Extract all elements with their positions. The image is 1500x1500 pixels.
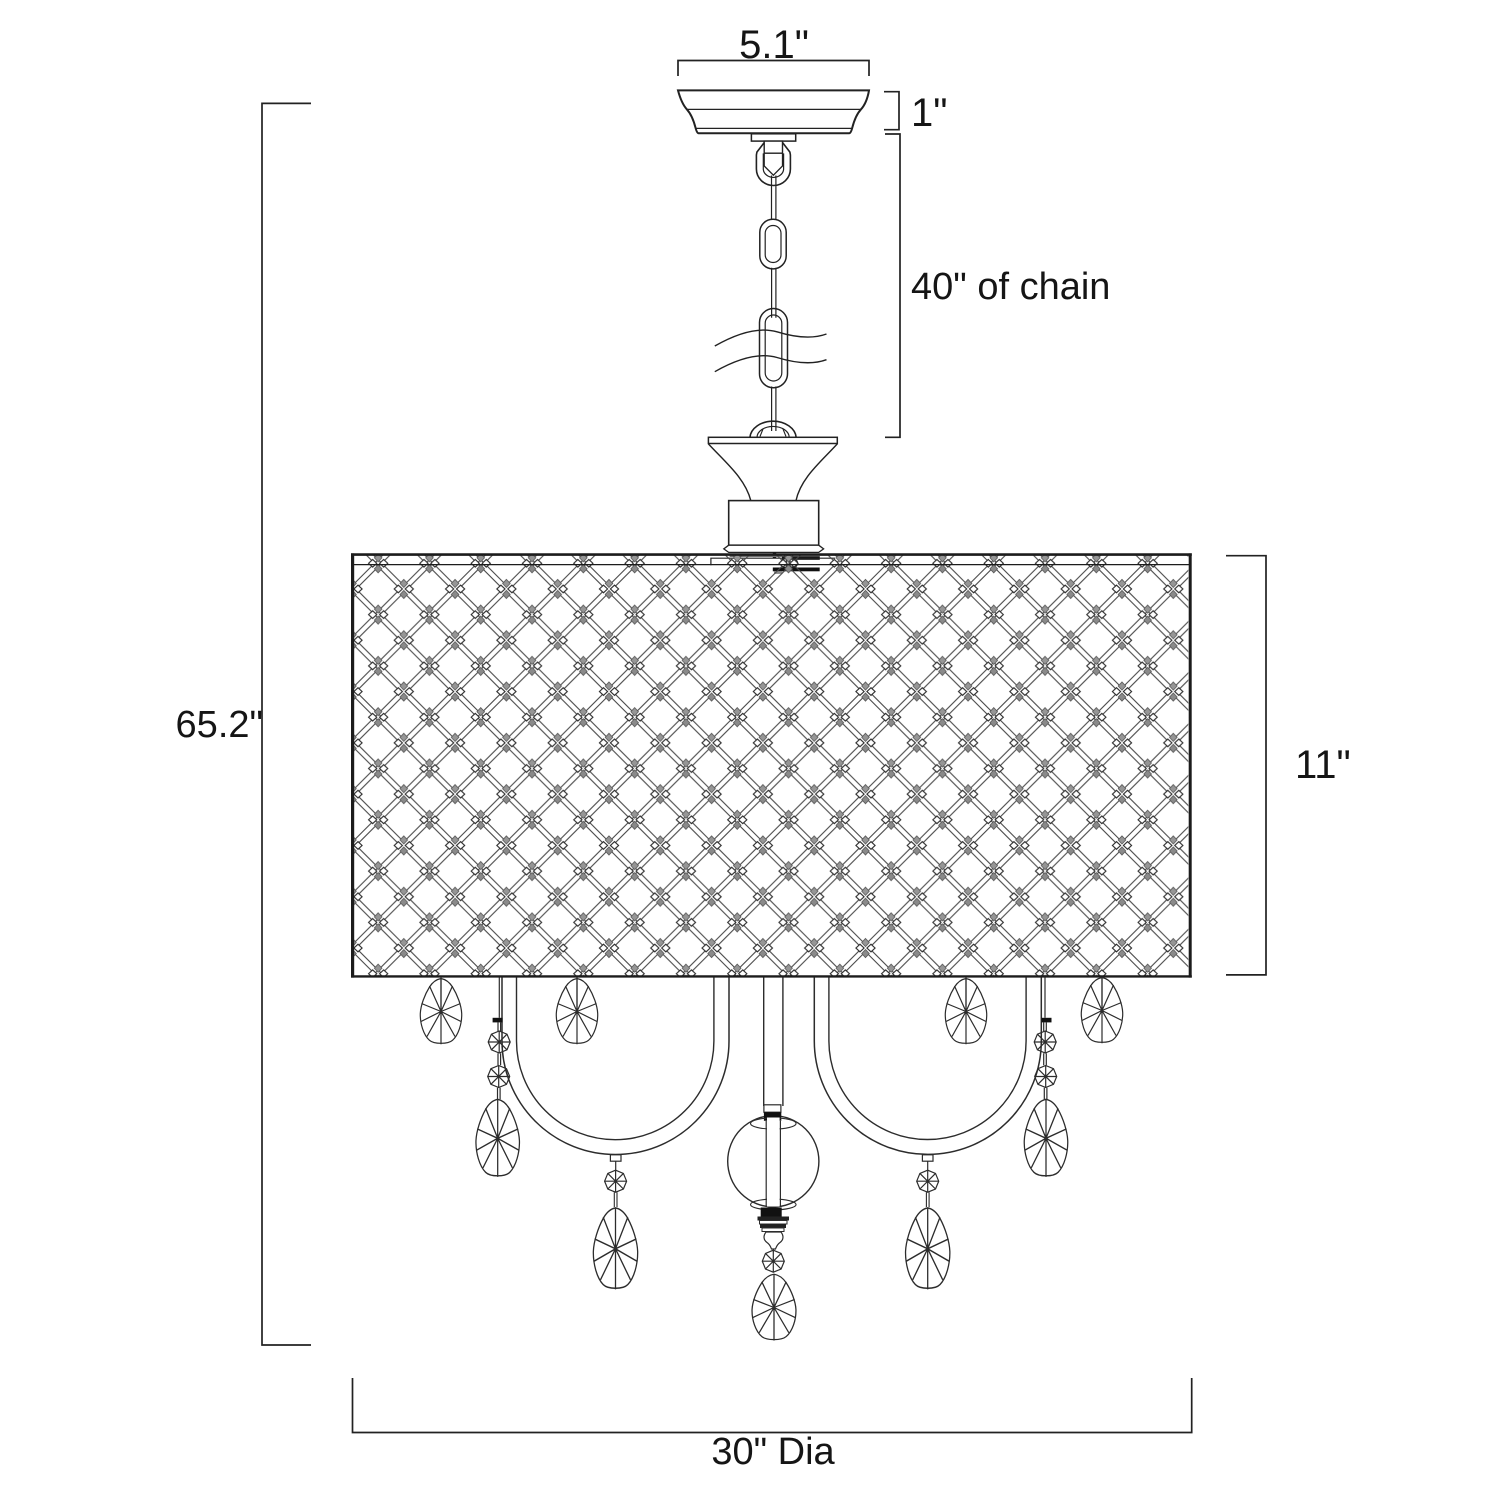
- svg-text:1": 1": [911, 91, 947, 135]
- svg-text:40" of chain: 40" of chain: [911, 266, 1110, 308]
- svg-text:11": 11": [1295, 743, 1351, 787]
- svg-text:65.2": 65.2": [176, 704, 263, 746]
- svg-text:30" Dia: 30" Dia: [711, 1431, 835, 1473]
